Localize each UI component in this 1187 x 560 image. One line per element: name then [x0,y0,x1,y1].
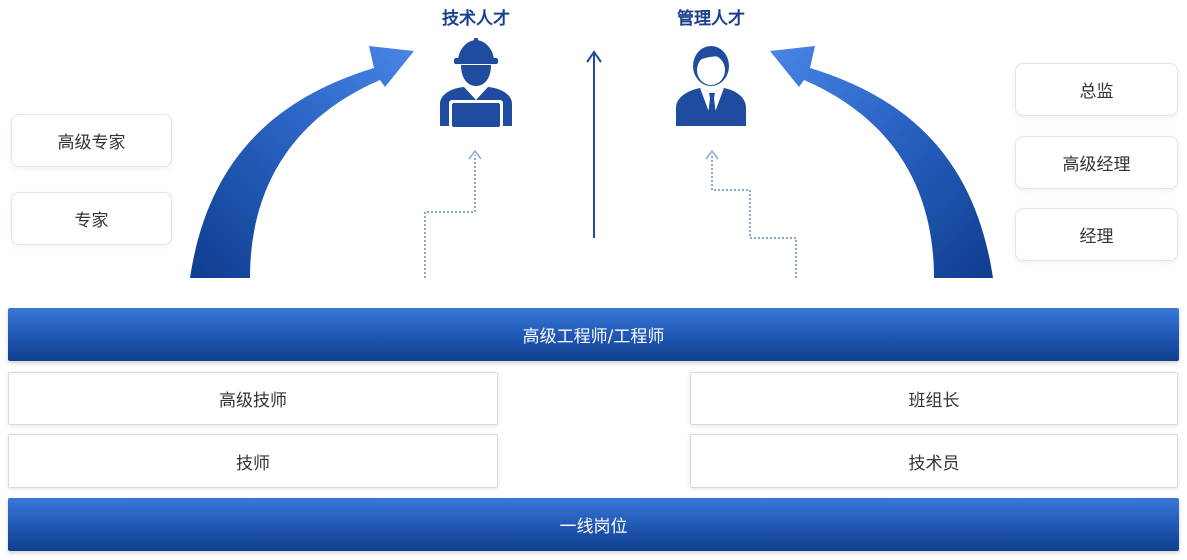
band-engineer: 高级工程师/工程师 [8,308,1179,361]
row-technical-staff: 技术员 [690,434,1178,488]
right-dotted-arrow [711,155,797,278]
left-curved-arrow [190,46,414,278]
card-expert: 专家 [11,192,172,245]
center-up-arrow [586,50,602,238]
card-senior-expert: 高级专家 [11,114,172,167]
row-team-leader: 班组长 [690,372,1178,425]
row-technician: 技师 [8,434,498,488]
left-dotted-arrowhead [468,149,482,160]
row-senior-technician: 高级技师 [8,372,498,425]
technical-talent-title: 技术人才 [442,9,510,29]
card-manager: 经理 [1015,208,1178,261]
right-curved-arrow [770,46,993,278]
engineer-with-laptop-icon [440,38,512,130]
card-senior-manager: 高级经理 [1015,136,1178,189]
manager-icon [676,46,746,126]
right-dotted-arrowhead [705,149,719,160]
band-frontline: 一线岗位 [8,498,1179,551]
card-director: 总监 [1015,63,1178,116]
management-talent-title: 管理人才 [677,9,745,29]
left-dotted-arrow [424,155,476,278]
